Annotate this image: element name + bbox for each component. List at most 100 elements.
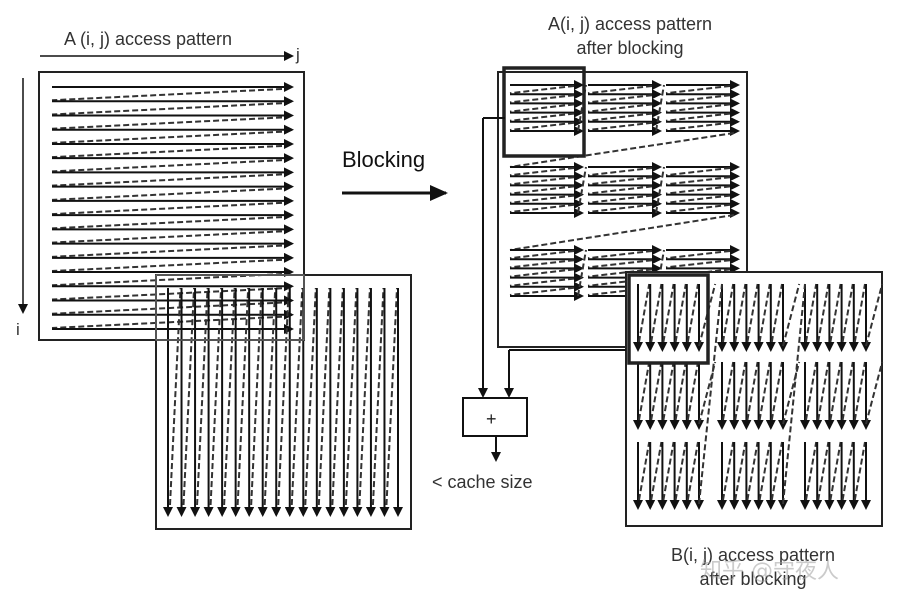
block-jump-dash [577,249,587,297]
block-column-return-dash [758,283,771,343]
column-return-dash [331,287,344,506]
block-column-return-dash [650,441,663,501]
block-row-return-dash [509,250,575,260]
block-row-return-dash [665,112,731,122]
adder-symbol: + [486,409,497,429]
block-row-return-dash [587,121,653,131]
block-column-return-dash [674,441,687,501]
block-row-return-dash [509,277,575,287]
block-jump-dash [865,283,884,347]
overlap-region [155,274,305,341]
block-row-return-dash [509,167,575,177]
block-row-return-dash [665,94,731,104]
block-column-return-dash [662,441,675,501]
row-return-dash [51,102,283,116]
block-column-return-dash [662,361,675,421]
blocking-label: Blocking [342,147,426,172]
column-return-dash [371,287,385,506]
row-return-dash [51,130,283,144]
block-jump-dash [782,283,801,347]
watermark: 知乎 @守夜人 [700,559,839,584]
block-column-return-dash [817,283,830,343]
block-column-return-dash [746,361,759,421]
block-row-return-dash [665,185,731,195]
column-return-dash [277,287,290,506]
block-column-return-dash [853,441,866,501]
block-row-return-dash [509,259,575,269]
block-row-return-dash [665,167,731,177]
block-row-return-dash [509,103,575,113]
block-row-return-dash [509,121,575,131]
block-jump-dash [865,361,884,425]
b-block [717,441,788,510]
row-return-dash [51,88,283,102]
b-block [633,361,704,430]
block-column-return-dash [829,283,842,343]
block-row-return-dash [509,94,575,104]
block-row-return-dash [587,112,653,122]
block-row-return-dash [665,259,731,269]
a-block [587,80,662,136]
column-return-dash [250,287,263,506]
block-column-return-dash [841,441,854,501]
block-column-return-dash [770,283,783,343]
column-return-dash [317,287,331,506]
block-row-return-dash [509,268,575,278]
j-axis-label: j [296,45,300,64]
block-column-return-dash [770,361,783,421]
column-return-dash [223,287,236,506]
column-return-dash [385,287,398,506]
column-return-dash [344,287,358,506]
block-column-return-dash [817,361,830,421]
block-row-return-dash [587,194,653,204]
row-return-dash [51,173,283,187]
matrix-a-blocked-access [497,66,748,348]
row-return-dash [51,116,283,130]
connectors [342,117,626,462]
a-block [509,245,584,301]
block-row-return-dash [509,185,575,195]
block-row-return-dash [665,194,731,204]
a-block [509,162,584,218]
a-block [509,80,584,136]
a-block [587,162,662,218]
block-column-return-dash [758,361,771,421]
block-column-return-dash [841,283,854,343]
row-return-dash [51,144,283,159]
block-column-return-dash [746,441,759,501]
block-jump-dash [509,132,735,168]
block-column-return-dash [686,361,699,421]
block-row-return-dash [509,194,575,204]
cache-size-note: < cache size [432,472,533,492]
block-column-return-dash [674,361,687,421]
block-row-return-dash [509,286,575,296]
block-column-return-dash [841,361,854,421]
block-row-return-dash [665,176,731,186]
block-column-return-dash [722,361,735,421]
column-return-dash [304,287,317,506]
column-return-dash [182,287,196,506]
matrix-b-blocked-title: B(i, j) access pattern after blocking [638,543,868,591]
block-row-return-dash [587,268,653,278]
row-return-dash [51,301,283,315]
block-column-return-dash [638,361,651,421]
block-column-return-dash [734,361,747,421]
block-row-return-dash [587,259,653,269]
block-column-return-dash [734,283,747,343]
matrix-b-blocked-title-line2: after blocking [699,569,807,589]
column-return-dash [290,287,304,506]
block-column-return-dash [674,283,687,343]
block-row-return-dash [665,85,731,95]
block-column-return-dash [817,441,830,501]
matrix-b-blocked-title-line1: B(i, j) access pattern [670,545,836,565]
block-row-return-dash [509,203,575,213]
matrix-a-blocked-title: A(i, j) access pattern after blocking [520,12,740,60]
block-column-return-dash [686,441,699,501]
block-column-return-dash [662,283,675,343]
block-row-return-dash [587,203,653,213]
block-column-return-dash [853,361,866,421]
row-return-dash [51,187,283,201]
b-block [633,441,704,510]
block-jump-dash [698,283,723,505]
